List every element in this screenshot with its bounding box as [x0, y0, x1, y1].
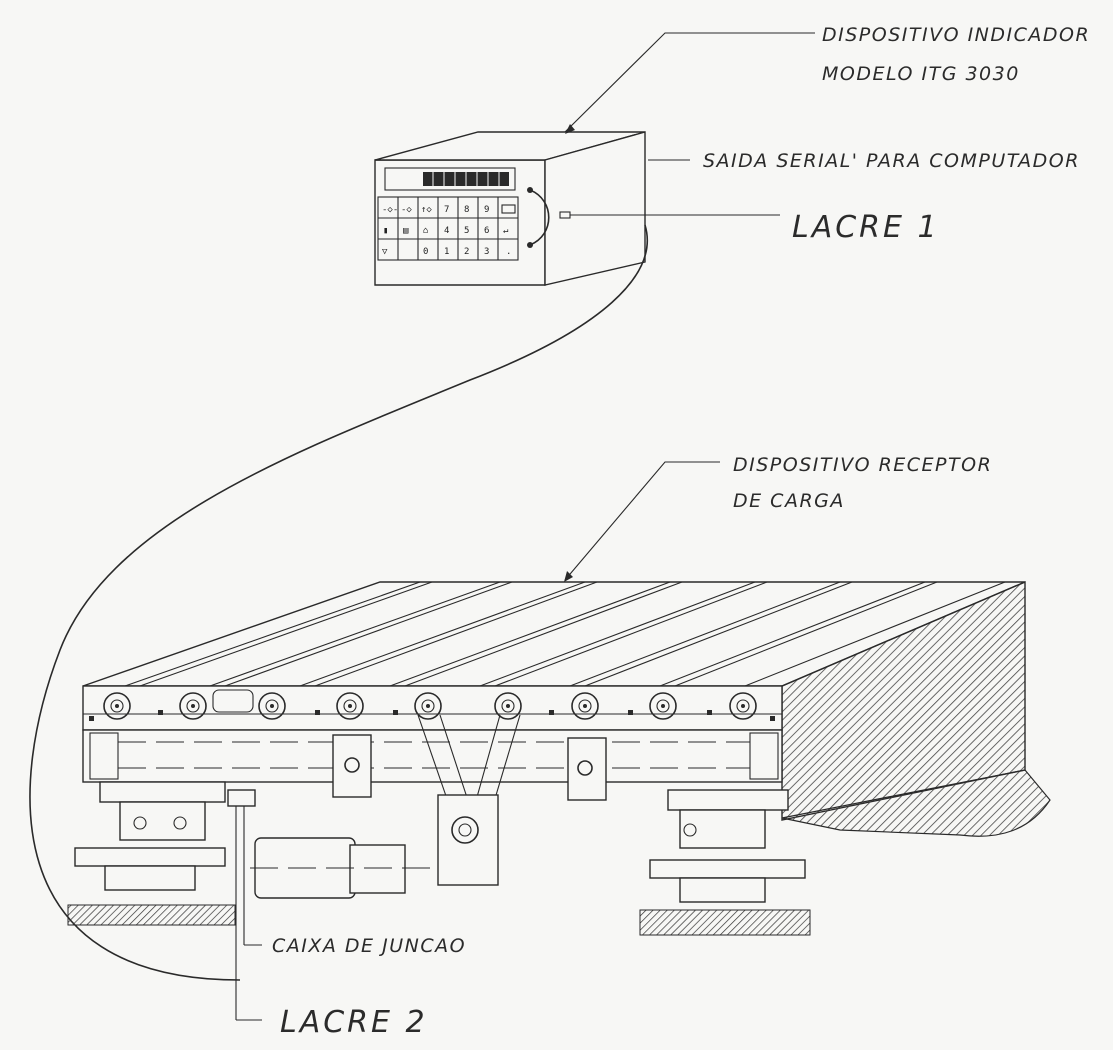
key-8: 8: [464, 205, 469, 215]
svg-text:-◇: -◇: [401, 205, 412, 215]
key-6: 6: [484, 226, 489, 236]
indicator-side-face: [544, 131, 646, 286]
svg-text:-◇-: -◇-: [382, 205, 398, 215]
key-7: 7: [444, 205, 449, 215]
svg-text:▤: ▤: [403, 226, 409, 236]
label-receiver-line2: DE CARGA: [733, 490, 845, 512]
key-3: 3: [484, 247, 489, 257]
junction-box: [227, 789, 256, 807]
load-receiver: [67, 580, 1051, 936]
right-load-cell: [639, 789, 811, 936]
indicator-leaders: [564, 32, 815, 216]
left-load-cell: [67, 781, 236, 926]
indicator-keypad: [377, 196, 519, 261]
cable: [29, 224, 648, 981]
svg-text:↵: ↵: [503, 226, 508, 236]
junction-leaders: [235, 806, 262, 1021]
deck-slats: [124, 581, 1006, 687]
key-dot: .: [506, 247, 511, 257]
label-receiver-line1: DISPOSITIVO RECEPTOR: [733, 454, 992, 476]
gearbox: [437, 794, 499, 886]
indicator-display: [384, 167, 516, 191]
svg-text:↑◇: ↑◇: [421, 205, 432, 215]
indicator-device: -◇- -◇ ↑◇ 7 8 9 ▮ ▤ ⌂ 4 5 6 ↵ ▽ 0 1 2 3 …: [374, 131, 646, 286]
key-9: 9: [484, 205, 489, 215]
label-serial-output: SAIDA SERIAL' PARA COMPUTADOR: [703, 150, 1080, 172]
svg-text:▮: ▮: [383, 226, 388, 236]
key-5: 5: [464, 226, 469, 236]
beam-sprockets: [103, 692, 757, 720]
key-4: 4: [444, 226, 449, 236]
label-indicator-line1: DISPOSITIVO INDICADOR: [822, 24, 1090, 46]
label-seal1: LACRE 1: [792, 210, 940, 245]
key-2: 2: [464, 247, 469, 257]
label-indicator-line2: MODELO ITG 3030: [822, 63, 1020, 85]
svg-text:⌂: ⌂: [423, 226, 428, 236]
svg-text:▽: ▽: [382, 247, 388, 257]
key-0: 0: [423, 247, 428, 257]
keypad-symbols: -◇- -◇ ↑◇ 7 8 9 ▮ ▤ ⌂ 4 5 6 ↵ ▽ 0 1 2 3 …: [382, 204, 516, 257]
label-junction-box: CAIXA DE JUNCAO: [272, 935, 466, 957]
key-1: 1: [444, 247, 449, 257]
label-seal2: LACRE 2: [280, 1005, 428, 1040]
indicator-handle: [529, 189, 550, 246]
receiver-leaders: [564, 461, 720, 582]
